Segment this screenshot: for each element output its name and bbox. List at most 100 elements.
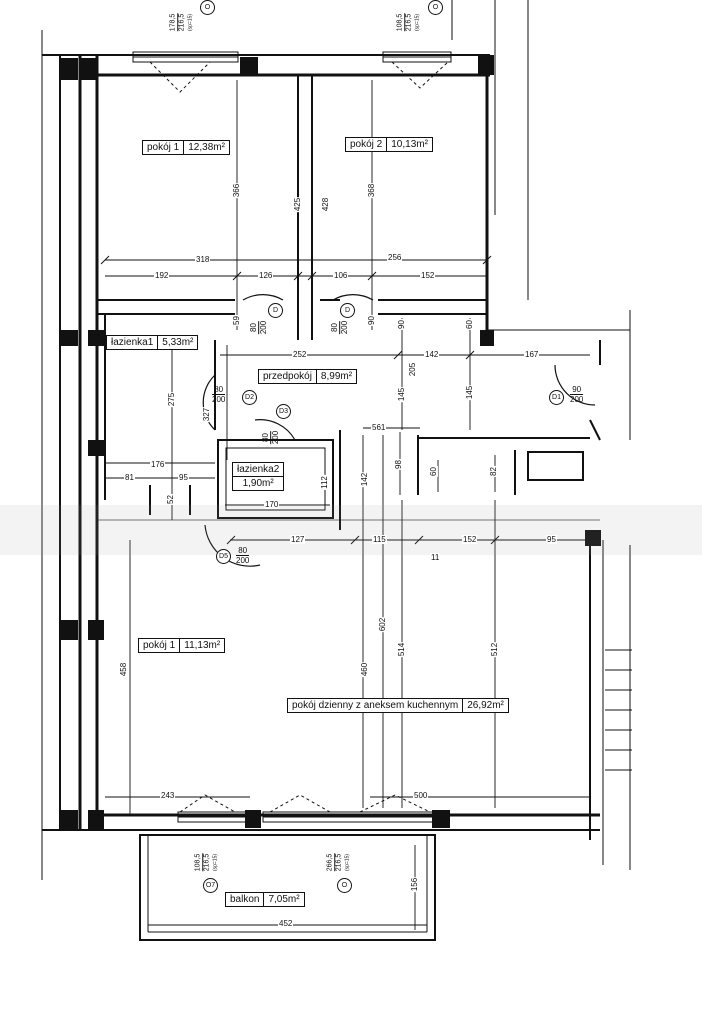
window-width: 108,5 (194, 853, 202, 872)
door-label-f: 80 200 (236, 546, 250, 565)
door-tag-c: D2 (242, 390, 257, 405)
window-height: 216,5 (177, 13, 187, 32)
dimension-514: 514 (397, 641, 407, 658)
dimension-243: 243 (160, 791, 176, 800)
window-height: 216,5 (202, 853, 212, 872)
dimension-458: 458 (119, 661, 129, 678)
dimension-500: 500 (413, 791, 429, 800)
dimension-252: 252 (292, 350, 308, 359)
dimension-11: 11 (430, 553, 441, 562)
window-sill: (sp=15) (187, 13, 194, 32)
dimension-95-b: 95 (546, 535, 557, 544)
dimension-176: 176 (150, 460, 166, 469)
dimension-115: 115 (372, 535, 387, 544)
door-width: 80 (330, 323, 340, 332)
dimension-156: 156 (410, 876, 420, 893)
dimension-ticks (100, 255, 500, 545)
room-name: balkon (230, 894, 260, 905)
door-width: 80 (238, 546, 248, 555)
dimension-142-b: 142 (360, 471, 370, 488)
window-tag-top-right: O (428, 0, 443, 15)
room-name: pokój 1 (143, 640, 176, 651)
dimension-452: 452 (278, 919, 294, 928)
radiator-grill (605, 649, 632, 771)
dimension-106: 106 (333, 271, 349, 280)
door-height: 200 (236, 555, 250, 565)
window-height: 216,5 (404, 13, 414, 32)
dimension-256: 256 (387, 253, 403, 262)
window-swings (149, 61, 449, 813)
dimension-82: 82 (488, 466, 498, 477)
room-name: pokój dzienny z aneksem kuchennym (292, 700, 459, 711)
room-label-dzienny: pokój dzienny z aneksem kuchennym 26,92m… (287, 698, 509, 713)
door-label-e: 90 200 (570, 385, 584, 404)
door-tag-e: D1 (549, 390, 564, 405)
balcony-outline (139, 834, 436, 941)
dimension-170: 170 (264, 500, 280, 509)
window-tag-bottom-left: O7 (203, 878, 218, 893)
door-label-c: 80 200 (212, 385, 226, 404)
kitchen-counter-box (527, 451, 584, 481)
dimension-152-b: 152 (462, 535, 478, 544)
room-label-lazienka1: łazienka1 5,33m² (106, 335, 199, 350)
wall-right-stub-b (589, 419, 601, 441)
dimension-145-b: 145 (465, 384, 475, 401)
door-label-d: 80 200 (261, 430, 281, 445)
room-label-pokoj1-bottom: pokój 1 11,13m² (138, 638, 226, 653)
room-area: 8,99m² (315, 370, 356, 383)
dimension-127: 127 (290, 535, 306, 544)
dimension-192: 192 (154, 271, 170, 280)
dimension-112: 112 (319, 475, 329, 490)
dimension-90-a: 90 (366, 315, 376, 326)
door-height: 200 (570, 394, 584, 404)
window-width: 266,5 (326, 853, 334, 872)
room-area: 1,90m² (233, 476, 284, 490)
room-area: 5,33m² (157, 336, 197, 349)
window-sill: (sp=15) (344, 853, 351, 872)
door-tag-a: D (268, 303, 283, 318)
door-label-a: 80 200 (249, 320, 269, 335)
door-tag-b: D (340, 303, 355, 318)
dimension-428: 428 (321, 196, 331, 213)
dimension-98: 98 (393, 459, 403, 470)
window-height: 216,5 (334, 853, 344, 872)
room-label-pokoj2: pokój 2 10,13m² (345, 137, 433, 152)
dimension-318: 318 (195, 255, 211, 264)
room-label-pokoj1-top: pokój 1 12,38m² (142, 140, 230, 155)
dimension-561: 561 (371, 423, 387, 432)
dimension-366: 366 (232, 182, 242, 199)
room-area: 26,92m² (462, 699, 508, 712)
window-label-bottom-right: 266,5 216,5 (sp=15) (326, 853, 351, 872)
dimension-602: 602 (378, 616, 388, 633)
dimension-60-b: 60 (428, 466, 438, 477)
dimension-52: 52 (165, 494, 175, 505)
door-width: 80 (261, 433, 271, 442)
dimension-512: 512 (490, 641, 500, 658)
room-name: pokój 2 (350, 139, 383, 150)
dimension-90-b: 90 (396, 319, 406, 330)
dimension-167: 167 (524, 350, 540, 359)
door-height: 200 (270, 430, 281, 445)
door-height: 200 (212, 394, 226, 404)
room-label-przedpokoj: przedpokój 8,99m² (258, 369, 358, 384)
columns (60, 55, 601, 830)
room-name: łazienka2 (237, 464, 280, 475)
window-sill: (sp=15) (212, 853, 219, 872)
dimension-81: 81 (124, 473, 135, 482)
dimension-60: 60 (464, 319, 474, 330)
dimension-145-a: 145 (397, 386, 407, 403)
scan-smudge (0, 505, 702, 555)
room-label-lazienka2: łazienka2 1,90m² (232, 462, 285, 491)
room-label-balkon: balkon 7,05m² (225, 892, 305, 907)
room-area: 7,05m² (263, 893, 303, 906)
window-label-top-left: 178,5 216,5 (sp=15) (169, 13, 194, 32)
dimension-152: 152 (420, 271, 436, 280)
dimension-95: 95 (178, 473, 189, 482)
window-width: 178,5 (169, 13, 177, 32)
room-name: łazienka1 (111, 337, 154, 348)
door-height: 200 (258, 320, 269, 335)
room-area: 10,13m² (386, 138, 432, 151)
room-area: 11,13m² (179, 639, 224, 652)
door-tag-d: D3 (276, 404, 291, 419)
